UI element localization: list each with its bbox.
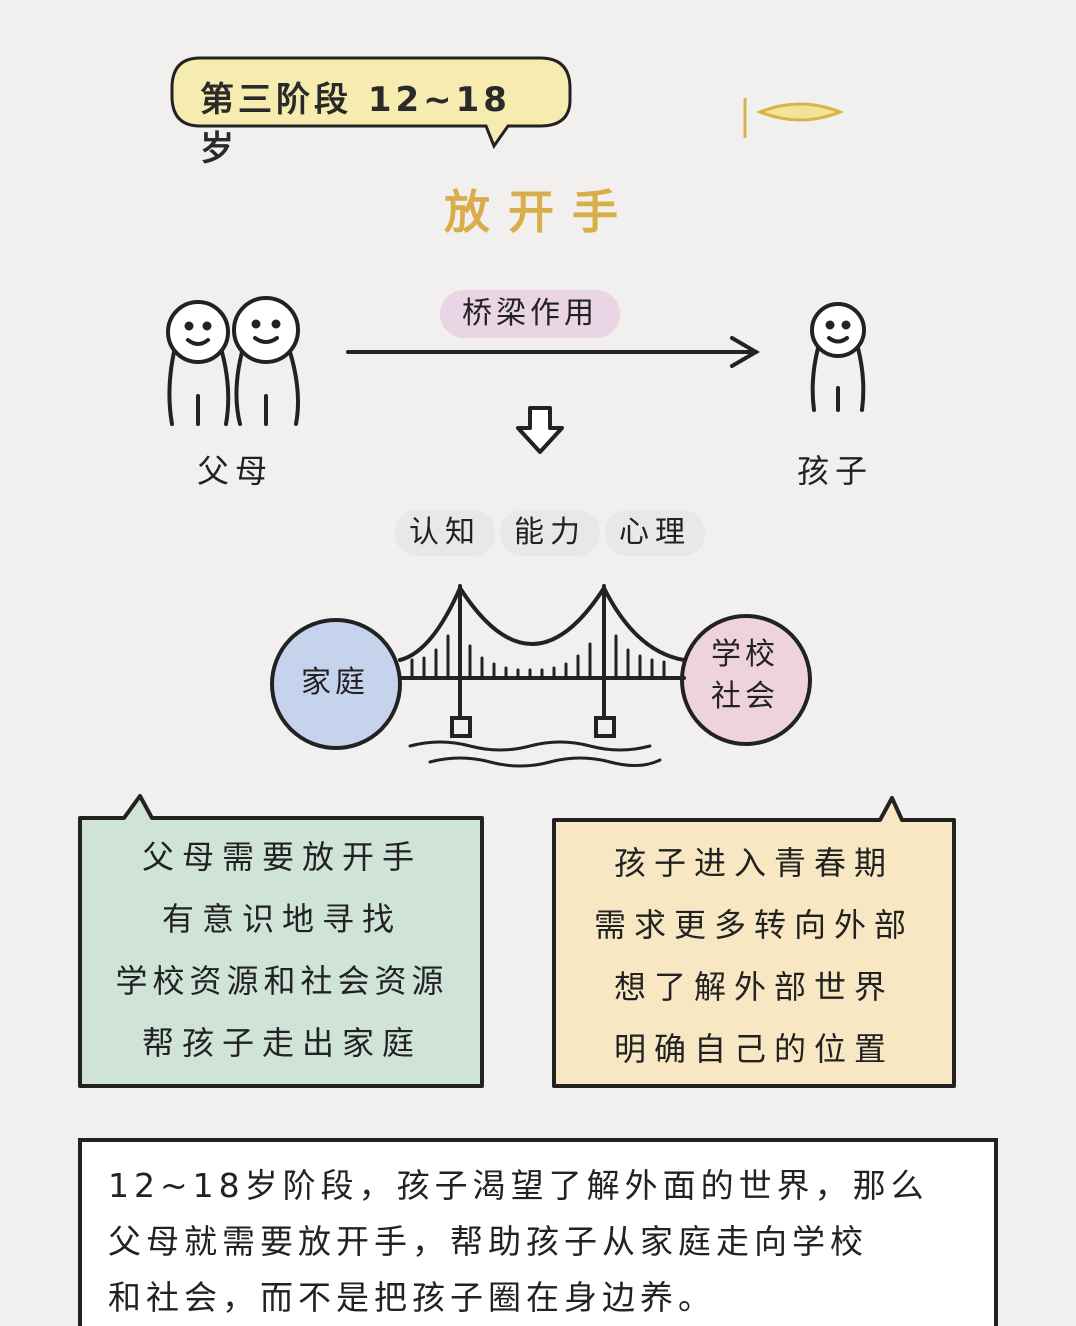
summary-line-2: 父母就需要放开手，帮助孩子从家庭走向学校 — [108, 1222, 868, 1261]
parents-line-3: 学校资源和社会资源 — [115, 962, 449, 1000]
parents-figure — [166, 296, 300, 426]
stage-label: 第三阶段 12~18岁 — [200, 80, 511, 169]
child-box — [552, 796, 956, 1088]
society-label: 社会 — [711, 679, 779, 714]
down-arrow-icon — [516, 406, 564, 454]
child-line-1: 孩子进入青春期 — [613, 844, 894, 882]
child-line-4: 明确自己的位置 — [613, 1030, 894, 1068]
parents-line-4: 帮孩子走出家庭 — [141, 1024, 422, 1062]
parents-label: 父母 — [196, 452, 273, 490]
headline: 放开手 — [444, 185, 636, 239]
summary-text: 12~18岁阶段，孩子渴望了解外面的世界，那么 父母就需要放开手，帮助孩子从家庭… — [108, 1158, 968, 1326]
child-line-2: 需求更多转向外部 — [593, 906, 914, 944]
school-label: 学校 — [711, 637, 779, 672]
child-label: 孩子 — [796, 452, 873, 490]
aspect-cognition: 认知 — [395, 510, 495, 556]
parents-box — [78, 794, 484, 1088]
child-box-text: 孩子进入青春期 需求更多转向外部 想了解外部世界 明确自己的位置 — [556, 832, 952, 1080]
home-label: 家庭 — [301, 665, 369, 700]
bridge-role-label: 桥梁作用 — [440, 290, 620, 338]
graduation-cap-icon — [743, 98, 845, 138]
summary-line-3: 和社会，而不是把孩子圈在身边养。 — [108, 1278, 716, 1317]
child-line-3: 想了解外部世界 — [613, 968, 894, 1006]
bridge-icon — [398, 583, 686, 768]
stage-bubble — [170, 56, 572, 150]
parents-box-text: 父母需要放开手 有意识地寻找 学校资源和社会资源 帮孩子走出家庭 — [84, 826, 480, 1074]
home-circle — [270, 618, 402, 750]
summary-line-1: 12~18岁阶段，孩子渴望了解外面的世界，那么 — [108, 1166, 929, 1205]
aspect-ability: 能力 — [500, 510, 600, 556]
parents-line-1: 父母需要放开手 — [141, 838, 422, 876]
school-society-label: 学校 社会 — [680, 634, 810, 718]
parents-line-2: 有意识地寻找 — [161, 900, 402, 938]
summary-box — [78, 1138, 998, 1326]
aspect-psychology: 心理 — [605, 510, 705, 556]
bridge-arrow-icon — [346, 336, 760, 368]
child-figure — [810, 302, 866, 412]
